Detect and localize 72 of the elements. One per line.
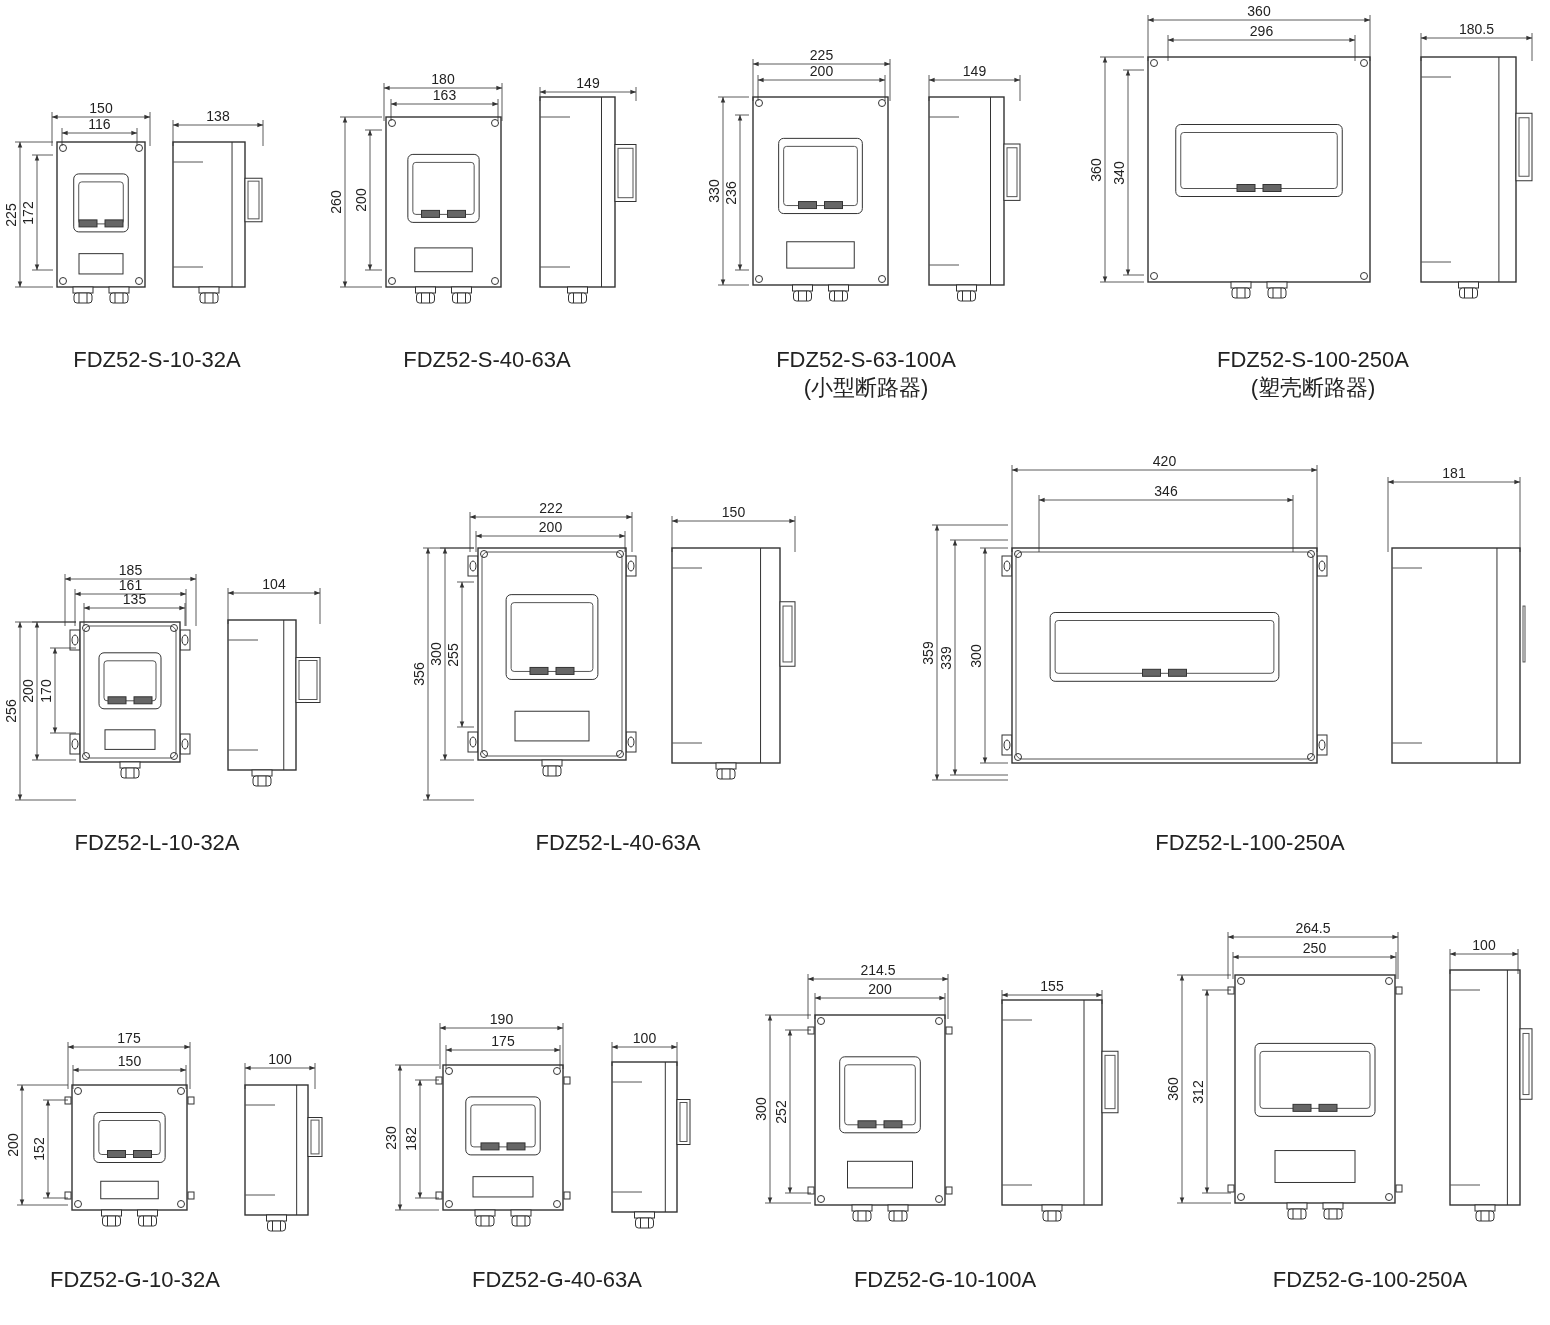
- dimension-label: 180: [431, 72, 455, 86]
- dimension-label: 360: [1247, 4, 1271, 18]
- dimension-label: 252: [774, 1099, 788, 1124]
- dimension-label: 420: [1152, 454, 1177, 468]
- dimension-label: 330: [707, 179, 721, 203]
- dimension-label: 100: [268, 1052, 292, 1066]
- dimension-label: 300: [429, 642, 443, 666]
- dimension-label: 138: [206, 109, 230, 123]
- dimension-label: 200: [868, 982, 892, 996]
- model-caption: FDZ52-S-10-32A: [73, 347, 241, 373]
- model-caption: FDZ52-G-100-250A: [1272, 1267, 1468, 1293]
- dimension-label: 161: [118, 578, 143, 592]
- dimension-label: 300: [969, 643, 983, 668]
- model-caption: FDZ52-S-40-63A: [403, 347, 571, 373]
- dimension-label: 359: [921, 640, 935, 665]
- dimension-label: 100: [632, 1031, 657, 1045]
- dimension-label: 300: [754, 1097, 768, 1121]
- model-caption: FDZ52-G-40-63A: [472, 1267, 642, 1293]
- model-caption: (塑壳断路器): [1250, 375, 1376, 401]
- dimension-label: 155: [1040, 979, 1064, 993]
- dimension-label: 250: [1302, 941, 1327, 955]
- dimension-label: 104: [262, 577, 286, 591]
- model-caption: FDZ52-G-10-100A: [853, 1267, 1037, 1293]
- dimension-label: 150: [721, 505, 746, 519]
- dimension-label: 312: [1191, 1079, 1205, 1104]
- dimension-label: 150: [117, 1054, 142, 1068]
- dimension-label: 264.5: [1295, 921, 1331, 935]
- dimension-label: 150: [89, 101, 113, 115]
- dimension-label: 200: [354, 188, 368, 212]
- dimension-label: 200: [6, 1133, 20, 1157]
- dimension-label: 360: [1089, 157, 1103, 182]
- dimension-label: 175: [491, 1034, 515, 1048]
- model-caption: FDZ52-L-100-250A: [1155, 830, 1345, 856]
- dimension-label: 180.5: [1459, 22, 1494, 36]
- dimension-label: 172: [21, 200, 35, 225]
- dimension-label: 149: [576, 76, 600, 90]
- dimension-label: 152: [32, 1137, 46, 1161]
- dimension-label: 181: [1442, 466, 1466, 480]
- dimension-label: 225: [4, 202, 18, 227]
- dimension-label: 214.5: [860, 963, 896, 977]
- dimension-label: 236: [724, 180, 738, 205]
- model-caption: FDZ52-L-10-32A: [74, 830, 240, 856]
- model-caption: FDZ52-S-63-100A: [776, 347, 956, 373]
- model-caption: (小型断路器): [803, 375, 929, 401]
- dimension-label: 360: [1166, 1077, 1180, 1101]
- dimension-label: 135: [122, 592, 147, 606]
- dimension-label: 346: [1154, 484, 1178, 498]
- dimension-label: 170: [39, 678, 53, 703]
- dimension-label: 356: [412, 662, 426, 686]
- model-caption: FDZ52-S-100-250A: [1217, 347, 1409, 373]
- dimension-label: 182: [404, 1127, 418, 1151]
- dimension-label: 185: [118, 563, 143, 577]
- dimension-label: 260: [329, 190, 343, 214]
- dimension-label: 200: [538, 520, 563, 534]
- dimension-label: 230: [384, 1125, 398, 1150]
- dimension-label: 175: [117, 1031, 141, 1045]
- dimension-label: 256: [4, 699, 18, 723]
- model-caption: FDZ52-G-10-32A: [50, 1267, 220, 1293]
- dimension-label: 200: [809, 64, 834, 78]
- dimension-label: 163: [432, 88, 457, 102]
- dimension-label: 340: [1112, 160, 1126, 185]
- dimension-label: 190: [489, 1012, 514, 1026]
- dimension-label: 100: [1472, 938, 1496, 952]
- dimension-label: 149: [962, 64, 987, 78]
- dimension-label: 339: [939, 645, 953, 670]
- dimension-label: 116: [88, 117, 111, 131]
- model-caption: FDZ52-L-40-63A: [535, 830, 701, 856]
- dimension-label: 225: [809, 48, 834, 62]
- dimension-label: 200: [21, 679, 35, 703]
- dimension-label: 222: [539, 501, 563, 515]
- dimension-label: 296: [1249, 24, 1274, 38]
- dimension-label: 255: [446, 642, 460, 667]
